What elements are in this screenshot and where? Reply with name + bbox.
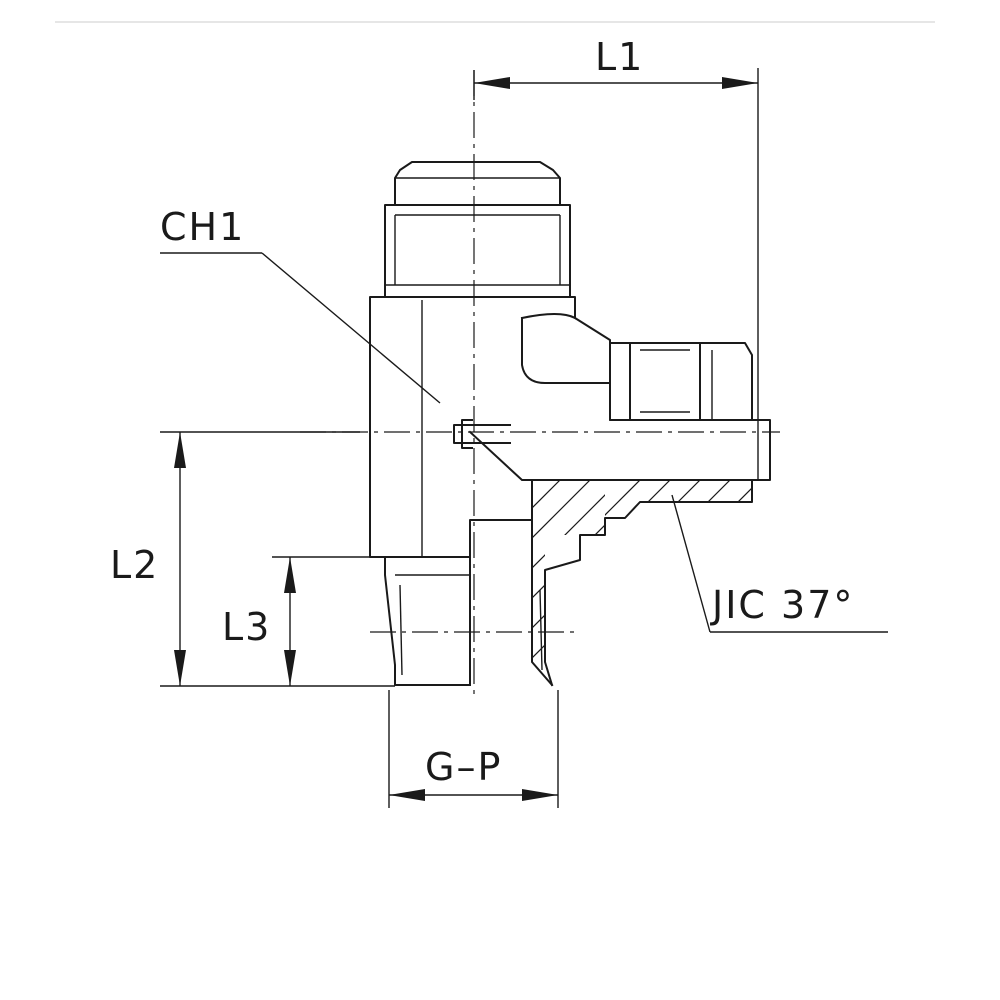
center-lines (300, 70, 780, 695)
label-ch1: CH1 (160, 205, 245, 249)
label-jic: JIC 37° (710, 583, 854, 627)
label-l1: L1 (595, 35, 644, 79)
label-l2: L2 (110, 543, 159, 587)
top-jic-end (384, 161, 571, 298)
label-gp: G–P (425, 745, 502, 789)
label-l3: L3 (222, 605, 271, 649)
center-marker (453, 419, 511, 449)
dimension-l3 (272, 556, 370, 686)
section-cut (531, 479, 753, 687)
ch1-leader (160, 252, 441, 404)
jic-leader (671, 494, 888, 633)
bottom-threaded-end (384, 556, 543, 686)
main-body (369, 296, 771, 558)
right-jic-end (609, 342, 753, 421)
dimension-l1 (473, 68, 759, 480)
dimension-gp (388, 690, 559, 808)
dimension-l2 (160, 431, 395, 687)
